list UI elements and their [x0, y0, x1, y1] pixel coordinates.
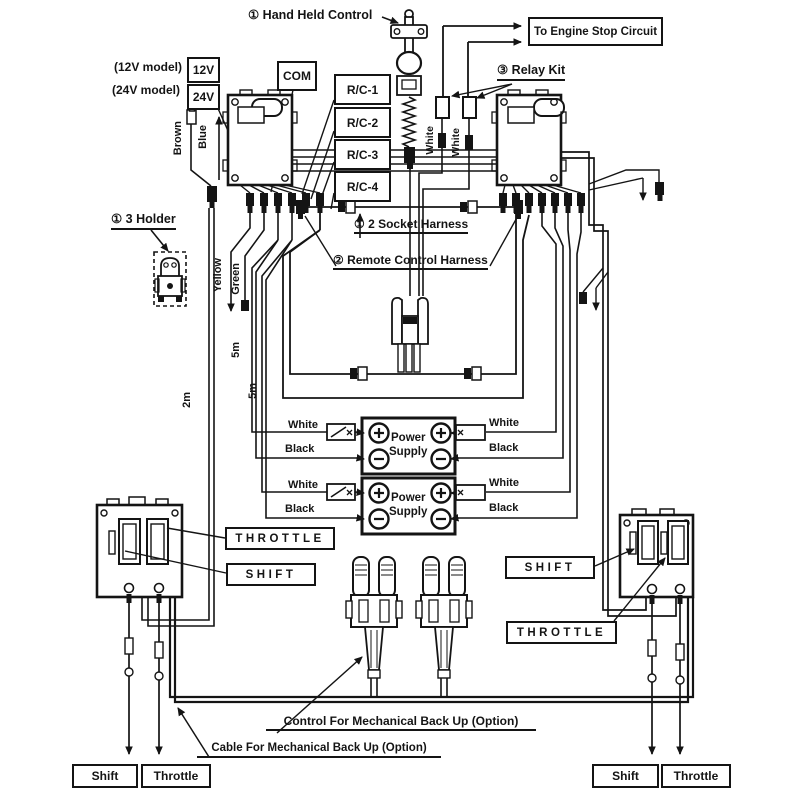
cable-backup-label: Cable For Mechanical Back Up (Option) — [197, 742, 441, 758]
socket-harness-label: ① 2 Socket Harness — [354, 217, 469, 235]
relay-wire-white-label-2: White — [450, 128, 462, 157]
engine-stop-wires — [442, 22, 522, 97]
backup-control-lever-left — [345, 556, 403, 697]
control-mount-bracket — [391, 296, 429, 373]
brown-wire-label: Brown — [172, 121, 184, 156]
shift-bottom-right-box: Shift — [592, 764, 659, 788]
pointer-arrows — [177, 16, 399, 758]
cable-length-2m: 2m — [181, 392, 193, 408]
ps2-left-black-label: Black — [285, 503, 315, 515]
blue-wire-label: Blue — [197, 125, 209, 149]
control-backup-label: Control For Mechanical Back Up (Option) — [266, 714, 536, 732]
com-box: COM — [277, 61, 317, 91]
relay-kit-figure — [418, 83, 513, 296]
engine-stop-circuit-box: To Engine Stop Circuit — [528, 17, 663, 46]
cable-length-5m-a: 5m — [230, 342, 242, 358]
minus-terminal-icon — [374, 457, 446, 521]
yellow-wire-label: Yellow — [212, 258, 224, 293]
power-supply-2-name-line1: Power — [391, 492, 426, 504]
rc-4-box: R/C-4 — [334, 171, 391, 202]
voltage-24v-box: 24V — [187, 84, 220, 110]
model-24v-label: (24V model) — [112, 83, 181, 97]
relay-kit-label: ③ Relay Kit — [497, 63, 566, 81]
remote-harness-label: ② Remote Control Harness — [333, 253, 488, 271]
power-supply-terminals — [326, 422, 486, 530]
green-wire-label: Green — [230, 263, 242, 295]
mechanical-backup-cable — [168, 597, 695, 704]
throttle-bottom-right-box: Throttle — [661, 764, 731, 788]
ps1-left-white-label: White — [288, 419, 318, 431]
ps2-right-black-label: Black — [489, 502, 519, 514]
voltage-12v-box: 12V — [187, 57, 220, 83]
ps1-right-black-label: Black — [489, 442, 519, 454]
shift-right-box: SHIFT — [505, 556, 595, 579]
rc-3-box: R/C-3 — [334, 139, 391, 170]
ps1-right-white-label: White — [489, 417, 519, 429]
rc-1-box: R/C-1 — [334, 74, 391, 105]
model-12v-label: (12V model) — [114, 60, 183, 74]
right-wire-bundle — [450, 151, 677, 617]
throttle-left-box: THROTTLE — [225, 527, 335, 550]
power-supply-1-name-line1: Power — [391, 432, 426, 444]
rc-2-box: R/C-2 — [334, 107, 391, 138]
hand-held-control-figure — [390, 9, 428, 296]
relay-wire-white-label-1: White — [424, 126, 436, 155]
holder-label: ① 3 Holder — [111, 212, 176, 230]
shift-left-box: SHIFT — [226, 563, 316, 586]
hand-held-control-label: ① Hand Held Control — [248, 8, 373, 22]
shift-bottom-left-box: Shift — [72, 764, 138, 788]
ps1-left-black-label: Black — [285, 443, 315, 455]
power-supply-1-name-line2: Supply — [389, 446, 428, 458]
throttle-bottom-left-box: Throttle — [141, 764, 211, 788]
cable-length-5m-b: 5m — [247, 383, 259, 399]
inter-unit-wiring-bundle — [292, 149, 497, 172]
holder-figure — [150, 229, 187, 307]
backup-control-lever-right — [415, 556, 473, 697]
ps2-right-white-label: White — [489, 477, 519, 489]
right-engine-unit — [594, 508, 695, 755]
plus-terminal-icon — [374, 428, 446, 498]
throttle-right-box: THROTTLE — [506, 621, 617, 644]
left-control-unit — [222, 89, 324, 213]
power-supply-2-name-line2: Supply — [389, 506, 428, 518]
right-control-unit — [491, 89, 585, 213]
ps2-left-white-label: White — [288, 479, 318, 491]
left-engine-unit — [95, 496, 227, 755]
